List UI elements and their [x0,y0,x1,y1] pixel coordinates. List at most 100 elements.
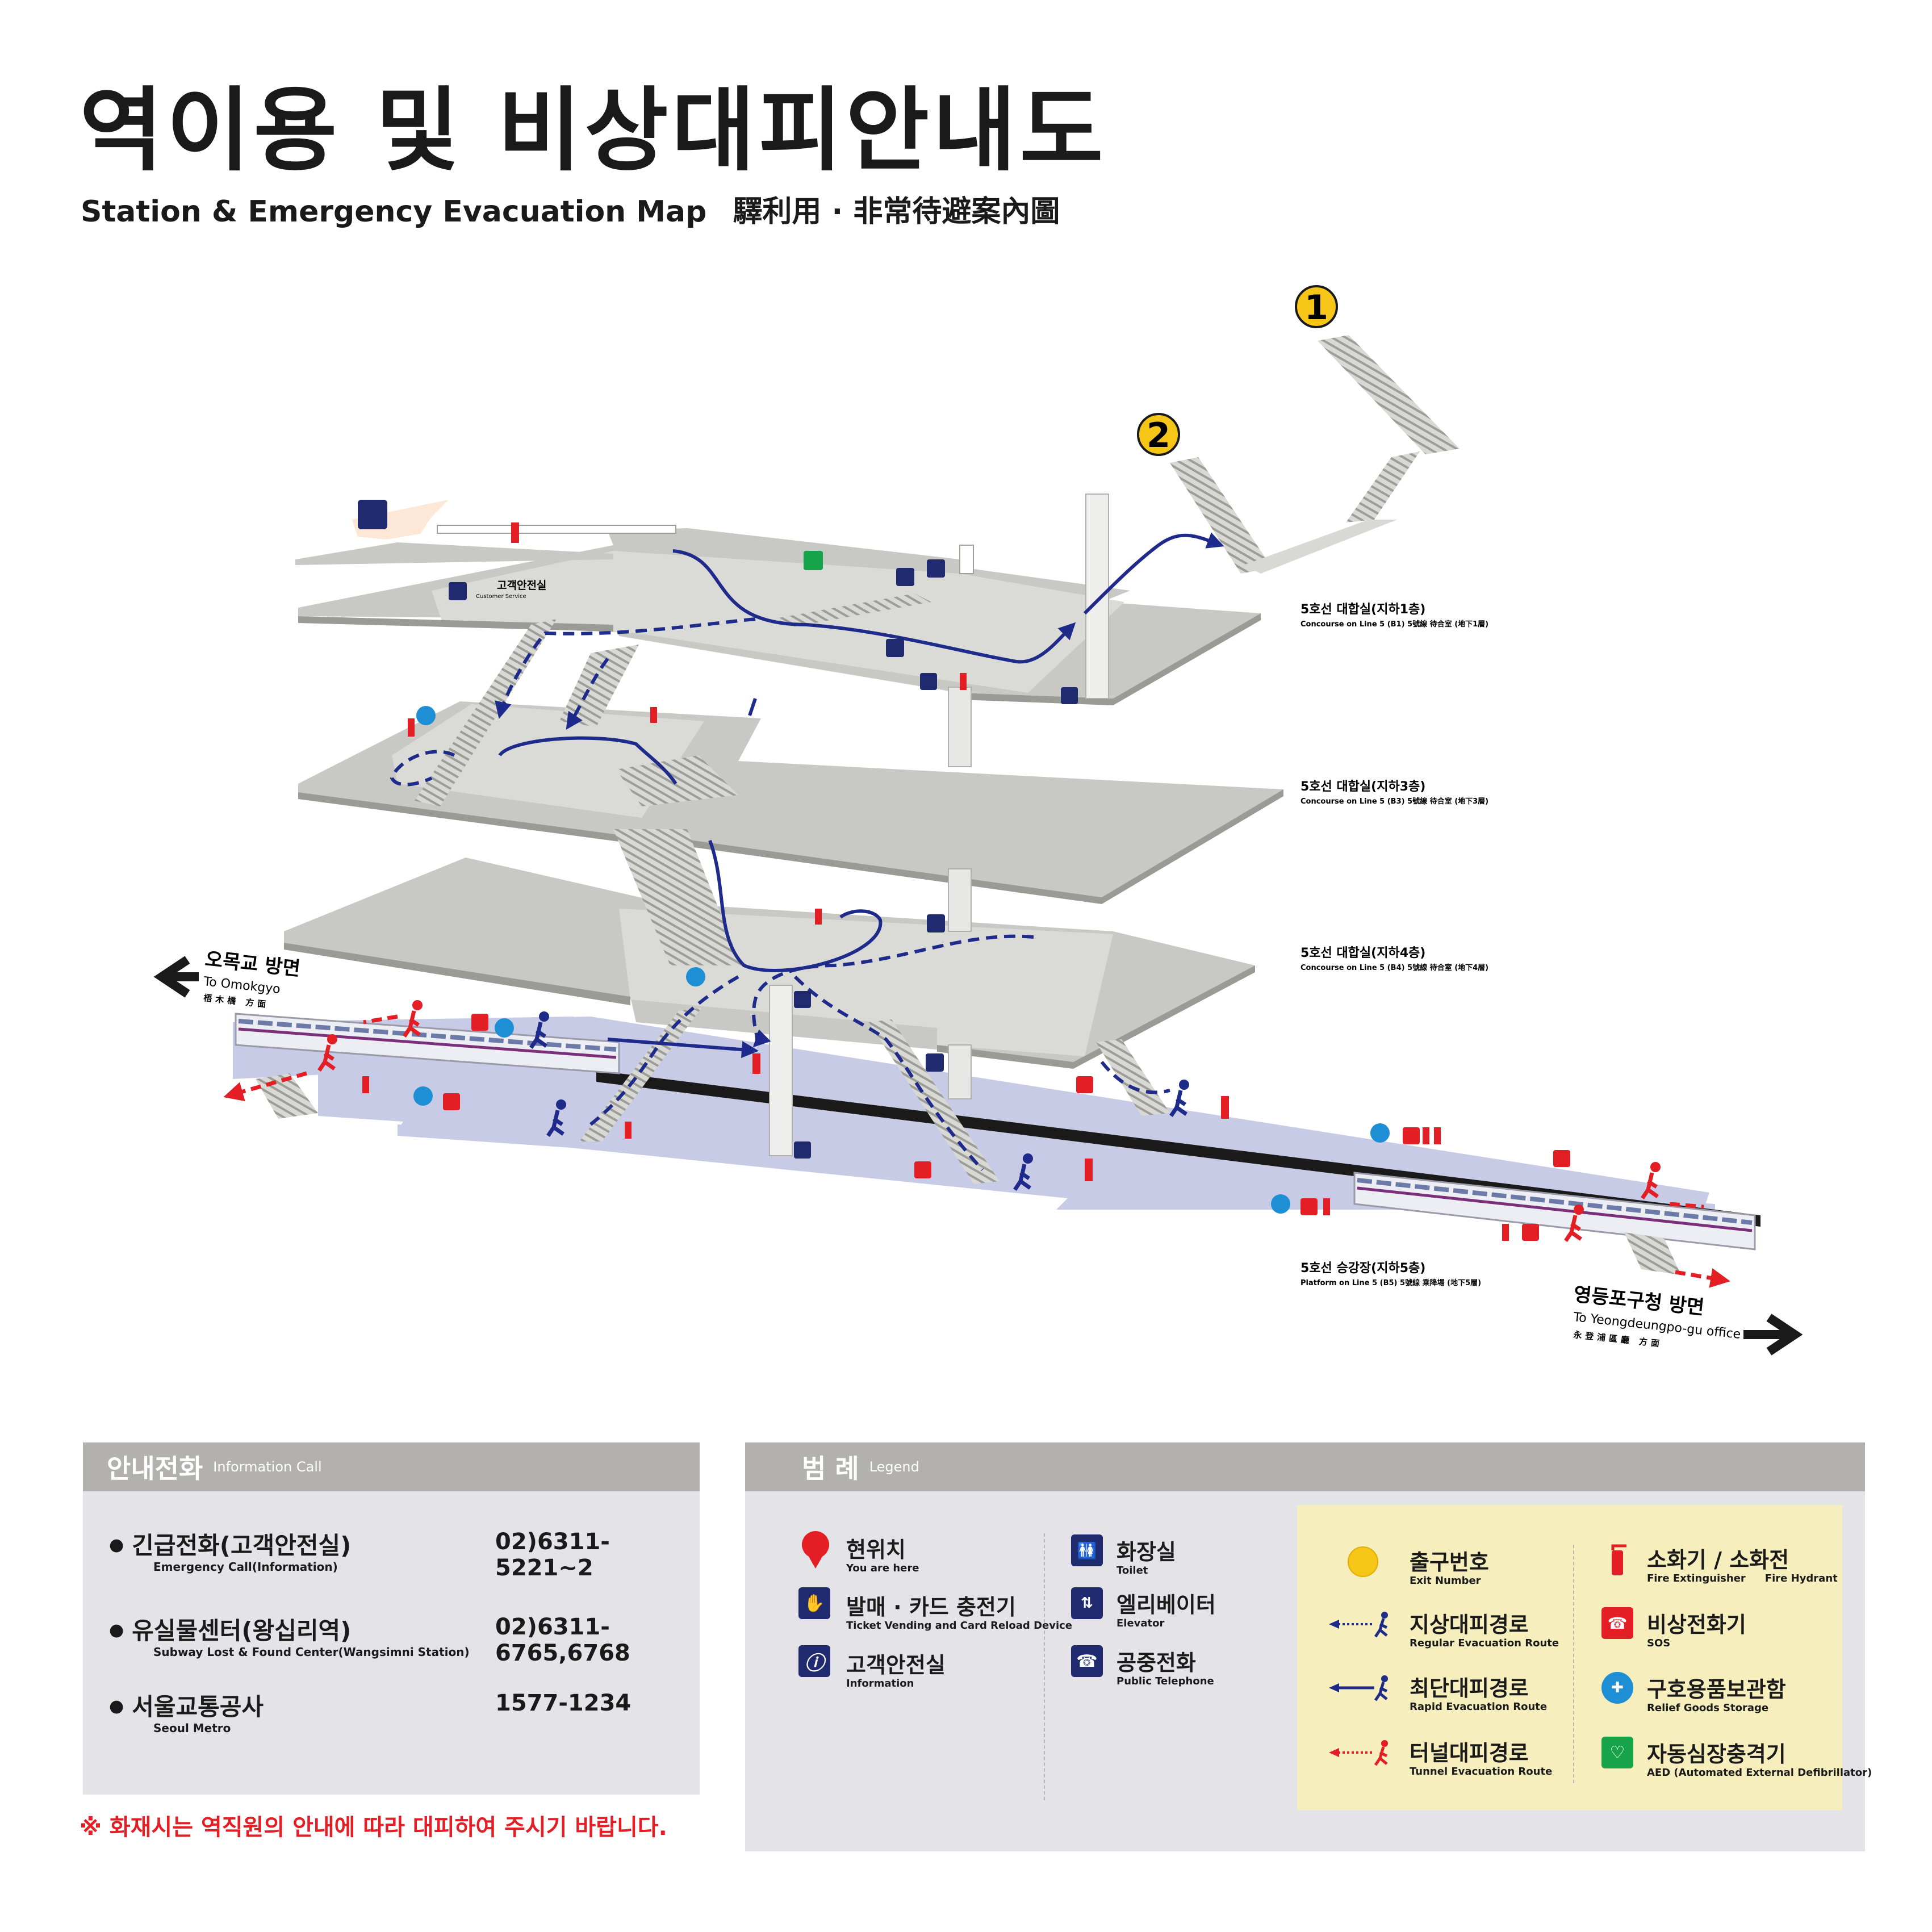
regular-route-icon [1329,1612,1388,1638]
sos-phone-icon [1403,1127,1420,1144]
fire-extinguishers [362,522,1509,1241]
running-person-icon [1023,1153,1033,1164]
level-label-b4: 5호선 대합실(지하4층) [1300,946,1425,960]
ticket-machine-icon: ✋ [798,1587,830,1619]
legend-label-en: Rapid Evacuation Route [1410,1701,1548,1713]
elevator-icon [794,991,811,1008]
level-label-b1-en: Concourse on Line 5 (B1) 5號線 待合室 (地下1層) [1300,620,1488,629]
info-row-emergency: 긴급전화(고객안전실) Emergency Call(Information) … [109,1527,677,1581]
info-name: 긴급전화(고객안전실) [109,1527,677,1561]
relief-goods-icon [1370,1123,1390,1143]
train-right [1353,1172,1756,1251]
info-phone[interactable]: 02)6311-5221~2 [495,1529,610,1581]
relief-goods-icon [416,706,436,725]
running-person-icon [1179,1080,1189,1090]
fire-extinguisher-icon [1221,1096,1229,1119]
fire-extinguisher-icon [1423,1127,1429,1144]
b1-kiosk [959,545,974,574]
elevator-icon [926,1053,944,1072]
fire-extinguisher-icon [815,909,822,925]
legend-evacuation-box [1297,1505,1842,1810]
legend-label-en: Toilet [1116,1565,1148,1576]
info-name: 서울교통공사 [109,1688,677,1722]
legend-divider [1044,1533,1046,1800]
sos-phone-icon [914,1161,931,1178]
elevator-icon [1061,687,1078,704]
legend-label: 고객안전실 [846,1653,946,1678]
legend-label-en: Fire Extinguisher [1647,1573,1746,1584]
legend-label: 구호용품보관함 [1647,1677,1786,1702]
legend-label-en: You are here [846,1562,919,1574]
level-label-b5: 5호선 승강장(지하5층) [1300,1261,1425,1276]
legend-header: 범 례 Legend [745,1442,1865,1491]
subtitle-cjk: 驛利用 · 非常待避案內圖 [733,195,1060,229]
toilet-icon [358,500,387,529]
fire-extinguisher-icon [1434,1127,1441,1144]
fire-notice: ※ 화재시는 역직원의 안내에 따라 대피하여 주시기 바랍니다. [80,1814,667,1841]
sos-phone-icon [1300,1198,1318,1215]
legend-label-en: Information [846,1678,914,1690]
elevator-icon: ⇅ [1071,1587,1103,1619]
toilet-icon: 🚻 [1071,1534,1103,1566]
page-title: 역이용 및 비상대피안내도 [80,77,1107,183]
legend-label-en: Elevator [1116,1617,1165,1629]
info-phone[interactable]: 1577-1234 [495,1690,632,1716]
direction-right: 영등포구청 방면 To Yeongdeungpo-gu office 永登浦區廳… [1572,1283,1803,1356]
running-person-icon [1650,1162,1661,1172]
platform-b5 [223,1013,1760,1288]
elevator-icon [794,1141,811,1159]
fire-extinguisher-icon [1085,1159,1093,1181]
legend-label: 엘리베이터 [1116,1592,1216,1617]
info-name-en: Seoul Metro [153,1721,231,1735]
legend-label: 공중전화 [1116,1650,1196,1675]
running-person-icon [327,1034,337,1044]
fire-extinguisher-icon [650,707,657,723]
legend-title: 범 례 [802,1453,859,1484]
legend-title-en: Legend [869,1459,919,1475]
info-row-seoul-metro: 서울교통공사 Seoul Metro 1577-1234 [109,1688,677,1735]
aed-icon [804,551,823,570]
elevator-icon [927,914,945,932]
legend-label: 지상대피경로 [1410,1612,1529,1637]
level-labels: 5호선 대합실(지하1층) Concourse on Line 5 (B1) 5… [1300,602,1488,1287]
toilet-area [352,500,449,540]
level-label-b1: 5호선 대합실(지하1층) [1300,602,1425,617]
direction-left: 오목교 방면 To Omokgyo 梧木橋 方面 [153,948,302,1010]
info-phone[interactable]: 02)6311-6765,6768 [495,1614,630,1666]
location-pin-icon [802,1531,829,1569]
legend-label: 발매 · 카드 충전기 [846,1595,1016,1620]
legend-label-en: Ticket Vending and Card Reload Device [846,1620,1073,1632]
info-call-header: 안내전화 Information Call [83,1442,700,1491]
running-person-icon [556,1099,566,1110]
fire-extinguisher-icon [1323,1198,1330,1215]
legend-label: 최단대피경로 [1410,1676,1529,1701]
legend-label-en: Exit Number [1410,1575,1481,1587]
level-label-b3: 5호선 대합실(지하3층) [1300,779,1425,794]
legend-label: 비상전화기 [1647,1612,1746,1637]
running-person-icon [539,1011,549,1022]
exit-2-label: 2 [1147,416,1170,455]
fire-extinguisher-icon [752,1053,760,1074]
station-map: 1 2 고객안전실 Customer Service [153,285,1803,1356]
elevator-shafts [769,494,1109,1156]
fire-extinguisher-icon [362,1076,369,1093]
aed-icon: ♡ [1601,1737,1633,1768]
legend-label-en: Public Telephone [1116,1675,1214,1687]
legend-label: 출구번호 [1410,1550,1489,1575]
legend-label-en2: Fire Hydrant [1764,1573,1838,1584]
staircases [415,335,1460,1184]
customer-service-en: Customer Service [476,593,526,600]
customer-service-label: 고객안전실 [497,579,546,592]
level-label-b4-en: Concourse on Line 5 (B4) 5號線 待合室 (地下4層) [1300,963,1488,972]
exit-number-icon [1348,1546,1378,1577]
arrow-right-icon [1743,1314,1803,1356]
fire-extinguisher-icon [1502,1224,1509,1241]
exit-1: 1 [1295,285,1338,328]
legend-label-en: Relief Goods Storage [1647,1702,1769,1714]
legend-label: 현위치 [846,1537,906,1562]
legend-label: 소화기 / 소화전 [1647,1548,1789,1573]
ticket-machine-icon [886,639,904,657]
rapid-route-icon [1329,1675,1388,1701]
info-name-en: Subway Lost & Found Center(Wangsimni Sta… [153,1645,470,1659]
legend-label-en: Tunnel Evacuation Route [1410,1766,1553,1778]
